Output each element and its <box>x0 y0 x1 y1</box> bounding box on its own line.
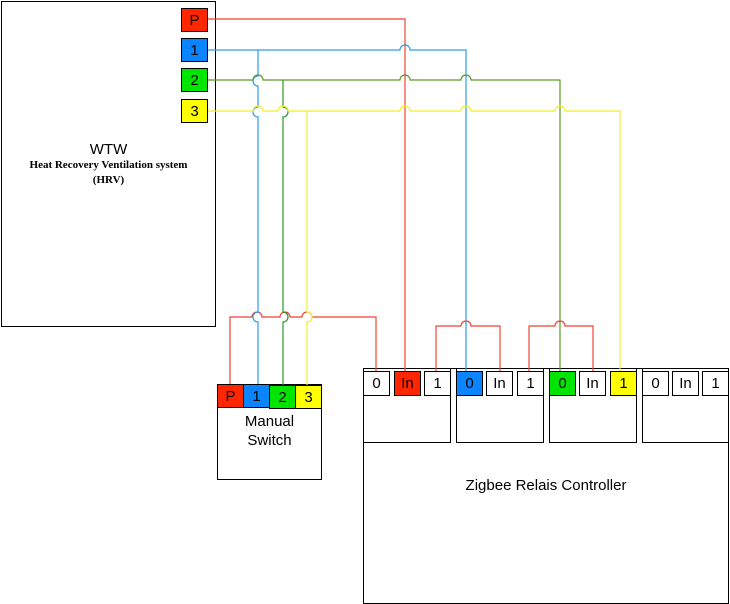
relay2-terminal-0[interactable]: 0 <box>456 371 483 396</box>
wire-power-hrv-to-relay1-in <box>208 18 406 371</box>
relay4-terminal-1[interactable]: 1 <box>702 371 729 396</box>
relay1-terminal-0[interactable]: 0 <box>363 371 390 396</box>
relay4-terminal-0[interactable]: 0 <box>642 371 669 396</box>
wire-speed2-branch-to-switch <box>282 80 289 385</box>
hrv-title: WTW <box>89 141 128 158</box>
switch-terminal-2[interactable]: 2 <box>269 385 296 409</box>
hrv-subtitle: Heat Recovery Ventilation system <box>29 159 188 171</box>
switch-terminal-1[interactable]: 1 <box>243 384 270 408</box>
hrv-terminal-3[interactable]: 3 <box>181 99 208 123</box>
wire-speed2-hrv-to-relay3-0 <box>208 74 561 371</box>
wire-speed1-branch-to-switch <box>252 50 259 384</box>
wire-bridge-relay2-1-to-relay3-in <box>528 320 594 371</box>
relay2-terminal-1[interactable]: 1 <box>517 371 544 396</box>
relay1-terminal-1[interactable]: 1 <box>424 371 451 396</box>
hrv-terminal-2[interactable]: 2 <box>181 68 208 92</box>
relay4-terminal-in[interactable]: In <box>672 371 699 396</box>
switch-terminal-3[interactable]: 3 <box>295 385 322 409</box>
manual-switch-title-line1: Manual <box>244 413 295 430</box>
wire-power-switch-to-relay1-0 <box>229 311 377 384</box>
relay3-terminal-0[interactable]: 0 <box>549 371 576 396</box>
wire-speed3-branch-to-switch <box>306 111 313 385</box>
relay2-terminal-in[interactable]: In <box>486 371 513 396</box>
relay3-terminal-in[interactable]: In <box>579 371 606 396</box>
wire-speed3-hrv-to-relay3-1 <box>208 105 621 371</box>
relay3-terminal-1[interactable]: 1 <box>610 371 637 396</box>
hrv-terminal-1[interactable]: 1 <box>181 38 208 62</box>
wire-speed1-hrv-to-relay2-0 <box>208 44 467 371</box>
hrv-abbr: (HRV) <box>92 174 125 186</box>
relay1-terminal-in[interactable]: In <box>394 371 421 396</box>
hrv-unit <box>1 1 216 327</box>
hrv-terminal-p[interactable]: P <box>181 8 208 32</box>
wire-bridge-relay1-1-to-relay2-in <box>435 320 501 371</box>
manual-switch-title-line2: Switch <box>247 432 292 449</box>
controller-title: Zigbee Relais Controller <box>465 477 627 494</box>
